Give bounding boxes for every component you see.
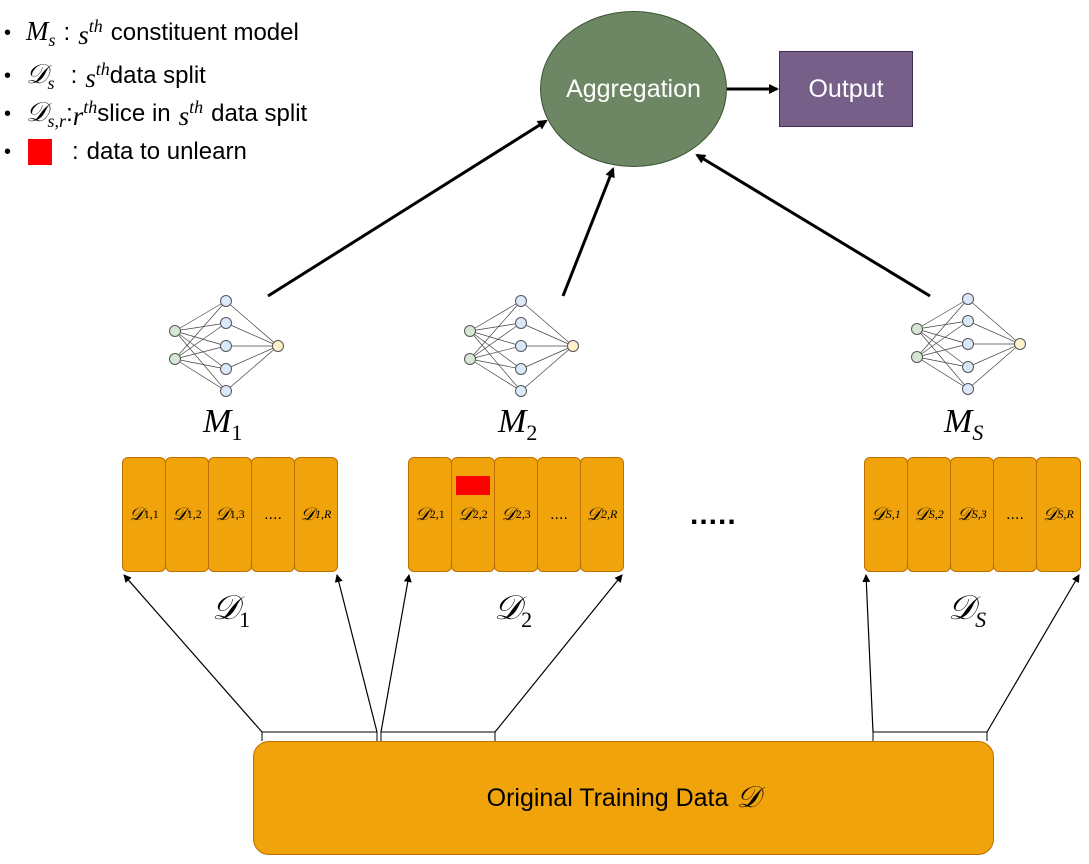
arrow-ms-to-aggregation [695, 153, 931, 298]
legend-split-symbol: 𝒟s [26, 58, 55, 93]
arrow-m2-to-aggregation [561, 167, 615, 297]
legend-slice-text: slice in [97, 100, 171, 127]
training-data-symbol: 𝒟 [736, 781, 761, 814]
legend-unlearn-text: data to unlearn [86, 138, 247, 165]
output-node: Output [779, 51, 913, 127]
neural-network-icon [911, 293, 1026, 395]
legend-item-slice: • 𝒟s,r : rth slice in sth data split [4, 96, 308, 131]
arrow-m1-to-aggregation [267, 119, 548, 298]
unlearn-marker [456, 476, 490, 495]
aggregation-node: Aggregation [540, 11, 727, 167]
split-arrows [123, 574, 1080, 733]
data-slice: .... [993, 457, 1037, 572]
legend-model-symbol: Ms [26, 15, 56, 50]
legend-item-unlearn: • : data to unlearn [4, 138, 247, 165]
split-label-1: 𝒟1 [212, 590, 251, 633]
split-label-s: 𝒟S [948, 590, 987, 633]
split-label-2: 𝒟2 [494, 590, 533, 633]
legend-item-model: • Ms : sth constituent model [4, 15, 299, 50]
model-label-2: M2 [498, 403, 538, 446]
model-label-1: M1 [203, 403, 243, 446]
neural-network-icon [169, 295, 284, 397]
legend-item-split: • 𝒟s : sth data split [4, 58, 206, 93]
data-slice: .... [251, 457, 295, 572]
legend-slice-symbol: 𝒟s,r [26, 96, 67, 131]
unlearn-swatch [28, 139, 52, 165]
original-training-data: Original Training Data 𝒟 [253, 741, 994, 855]
neural-network-icon [464, 295, 579, 397]
legend-model-text: constituent model [110, 19, 299, 46]
training-data-label: Original Training Data [486, 783, 729, 812]
splits-ellipsis: ..... [690, 498, 737, 531]
training-data-brackets [261, 731, 988, 741]
legend-split-text: data split [109, 62, 206, 89]
model-label-s: MS [944, 403, 984, 446]
data-slice: .... [537, 457, 581, 572]
